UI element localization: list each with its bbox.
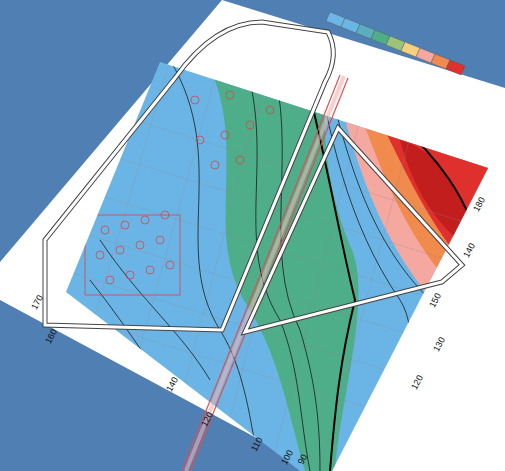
borehole-marks <box>96 56 309 284</box>
site-outline <box>45 22 462 332</box>
peak-zone <box>400 140 475 250</box>
grid-lines <box>20 60 490 471</box>
contour-label: 120 <box>200 411 215 428</box>
red-zone <box>352 72 505 285</box>
contour-label: 110 <box>250 436 265 453</box>
legend-bar <box>326 12 465 75</box>
zone-frame <box>85 215 180 295</box>
contour-lines <box>90 50 439 471</box>
pipeline <box>182 75 348 471</box>
orange-zone <box>340 66 505 312</box>
contour-label: 160 <box>44 328 59 345</box>
